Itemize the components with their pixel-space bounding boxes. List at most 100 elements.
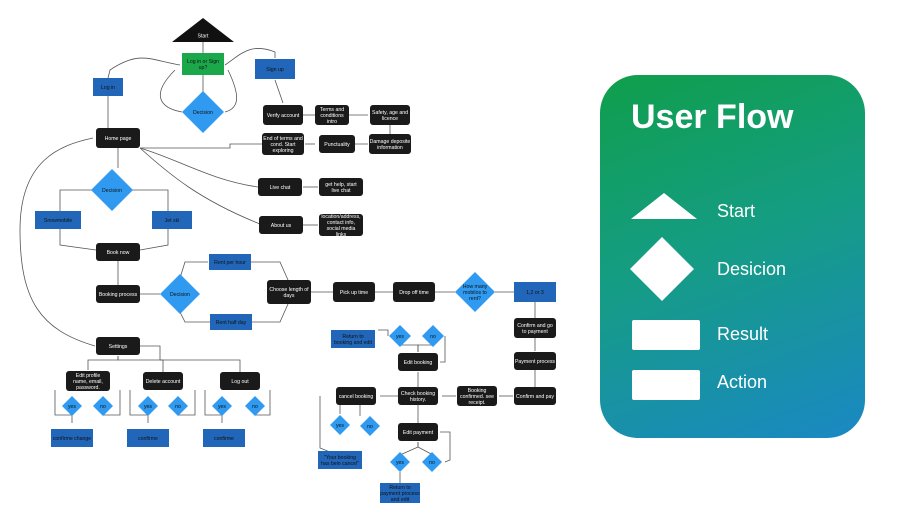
sign-up-label: Sign up bbox=[266, 67, 284, 73]
node-yes-pay: yes bbox=[390, 452, 410, 472]
node-log-out: Log out bbox=[220, 372, 260, 390]
node-start: Start bbox=[172, 18, 234, 42]
yes-profile-label: yes bbox=[68, 404, 76, 410]
choose-length-shape bbox=[267, 280, 311, 304]
no-edit-label: no bbox=[430, 334, 436, 340]
return-payment-shape bbox=[380, 483, 420, 503]
yes-edit-label: yes bbox=[396, 334, 404, 340]
no-profile-shape bbox=[93, 396, 113, 416]
legend-start-label: Start bbox=[717, 201, 756, 221]
node-yes-profile: yes bbox=[62, 396, 82, 416]
decision-rent-label: Decision bbox=[170, 292, 190, 298]
yes-profile-shape bbox=[62, 396, 82, 416]
yes-cancel-shape bbox=[330, 415, 350, 435]
node-settings: Settings bbox=[96, 337, 140, 355]
node-location: location/address,contact info,social med… bbox=[319, 214, 363, 238]
decision-top-shape bbox=[182, 91, 224, 133]
confirm-pay-shape bbox=[514, 387, 556, 405]
settings-shape bbox=[96, 337, 140, 355]
confirm-change-label: confirme change bbox=[53, 436, 91, 442]
drop-off-shape bbox=[393, 282, 435, 302]
live-chat-shape bbox=[258, 178, 302, 196]
no-delete-label: no bbox=[175, 404, 181, 410]
no-profile-label: no bbox=[100, 404, 106, 410]
safety-shape bbox=[370, 105, 410, 125]
jet-ski-shape bbox=[152, 211, 192, 229]
node-jet-ski: Jet ski bbox=[152, 211, 192, 229]
legend-result-rect-icon bbox=[632, 320, 700, 350]
node-no-pay: no bbox=[422, 452, 442, 472]
confirm-go-pay-shape bbox=[514, 318, 556, 338]
log-out-label: Log out bbox=[231, 379, 249, 385]
login-signup-shape bbox=[182, 53, 224, 75]
node-sign-up: Sign up bbox=[255, 59, 295, 79]
node-home-page: Home page bbox=[96, 128, 140, 148]
jet-ski-label: Jet ski bbox=[165, 218, 180, 224]
home-page-shape bbox=[96, 128, 140, 148]
edit-payment-label: Edit payment bbox=[403, 430, 434, 436]
node-edit-booking: Edit booking bbox=[398, 353, 438, 371]
node-delete-account: Delete account bbox=[143, 372, 183, 390]
yes-delete-shape bbox=[138, 396, 158, 416]
rent-hour-shape bbox=[209, 254, 251, 270]
legend-decision-diamond-icon bbox=[630, 237, 694, 301]
how-many-shape bbox=[455, 272, 495, 312]
node-edit-payment: Edit payment bbox=[398, 423, 438, 441]
node-confirm-pay: Confirm and pay bbox=[514, 387, 556, 405]
damage-shape bbox=[369, 134, 411, 154]
start-label: Start bbox=[198, 33, 210, 39]
node-verify-account: Verify account bbox=[263, 105, 303, 125]
one-two-three-label: 1,2 or 3 bbox=[526, 290, 544, 296]
node-confirm-change: confirme change bbox=[51, 429, 93, 447]
return-booking-shape bbox=[331, 330, 375, 348]
node-log-in: Log in bbox=[93, 78, 123, 96]
about-us-label: About us bbox=[271, 223, 292, 229]
node-drop-off: Drop off time bbox=[393, 282, 435, 302]
no-logout-label: no bbox=[252, 404, 258, 410]
no-logout-shape bbox=[245, 396, 265, 416]
node-live-chat: Live chat bbox=[258, 178, 302, 196]
log-out-shape bbox=[220, 372, 260, 390]
about-us-shape bbox=[259, 216, 303, 234]
cancel-booking-label: cancel booking bbox=[339, 394, 374, 400]
cancelled-msg-shape bbox=[318, 451, 362, 469]
verify-account-shape bbox=[263, 105, 303, 125]
legend-result-label: Result bbox=[717, 324, 769, 344]
confirm-change-shape bbox=[51, 429, 93, 447]
node-booking-process: Booking process bbox=[96, 285, 140, 303]
node-yes-edit: yes bbox=[389, 325, 411, 347]
no-pay-shape bbox=[422, 452, 442, 472]
booking-confirmed-shape bbox=[457, 386, 497, 406]
verify-account-label: Verify account bbox=[267, 113, 300, 119]
confirme-logout-label: confirme bbox=[214, 436, 234, 442]
node-payment-process: Payment process bbox=[514, 352, 556, 370]
no-cancel-shape bbox=[360, 416, 380, 436]
rent-half-label: Rent half day bbox=[216, 320, 247, 326]
decision-rent-shape bbox=[160, 274, 200, 314]
edit-payment-shape bbox=[398, 423, 438, 441]
payment-process-shape bbox=[514, 352, 556, 370]
node-snowmobile: Snowmobile bbox=[35, 211, 81, 229]
legend-start-triangle-icon bbox=[631, 193, 697, 219]
pick-up-label: Pick up time bbox=[340, 290, 368, 296]
end-terms-shape bbox=[262, 133, 304, 155]
log-in-label: Log in bbox=[101, 85, 115, 91]
